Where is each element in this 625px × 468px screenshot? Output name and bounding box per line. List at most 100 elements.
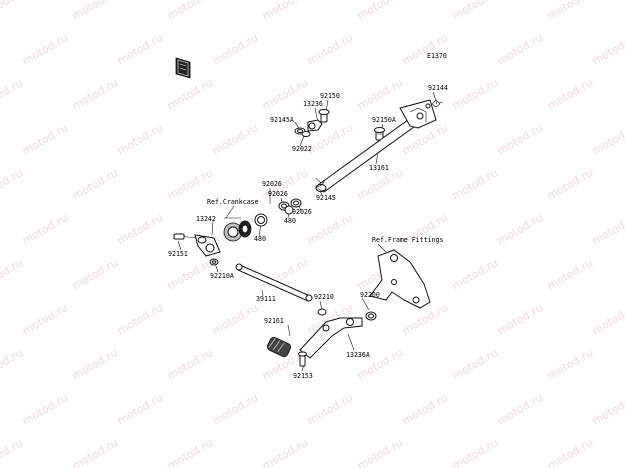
label-39111: 39111	[256, 295, 276, 303]
part-39111-rod	[235, 263, 313, 302]
part-92200-washer	[365, 311, 377, 321]
part-13236A-pedal	[299, 317, 363, 359]
watermark-text: motod.ru	[20, 391, 70, 427]
watermark-text: motod.ru	[545, 436, 595, 468]
part-labels: 92144 92150 13236 92145A 92022 92150A 13…	[168, 84, 448, 380]
label-13242: 13242	[196, 215, 216, 223]
watermark-text: motod.ru	[545, 76, 595, 112]
watermark-text: motod.ru	[0, 0, 25, 23]
label-13161: 13161	[369, 164, 389, 172]
watermark-text: motod.ru	[545, 346, 595, 382]
part-92210A-nut	[209, 258, 219, 266]
watermark-text: motod.ru	[355, 0, 405, 23]
watermark-text: motod.ru	[115, 31, 165, 67]
label-480-a: 480	[254, 235, 266, 243]
label-92026-a: 92026	[262, 180, 282, 188]
label-92150: 92150	[320, 92, 340, 100]
watermark-text: motod.ru	[305, 211, 355, 247]
label-92145A: 92145A	[270, 116, 294, 124]
part-13242-lever	[194, 234, 221, 257]
part-92150A	[374, 127, 385, 141]
watermark-text: motod.ru	[590, 211, 625, 247]
watermark-text: motod.ru	[115, 121, 165, 157]
label-ref-frame-fittings: Ref.Frame Fittings	[372, 236, 443, 244]
watermark-text: motod.ru	[260, 436, 310, 468]
label-92145: 92145	[316, 194, 336, 202]
watermark-text: motod.ru	[355, 76, 405, 112]
watermark-text: motod.ru	[495, 31, 545, 67]
watermark-text: motod.ru	[70, 166, 120, 202]
watermark-text: motod.ru	[590, 31, 625, 67]
watermark-text: motod.ru	[20, 121, 70, 157]
watermark-text: motod.ru	[0, 76, 25, 112]
label-92153: 92153	[293, 372, 313, 380]
part-13236	[307, 119, 323, 132]
watermark-text: motod.ru	[115, 211, 165, 247]
watermark-text: motod.ru	[400, 31, 450, 67]
watermark-text: motod.ru	[545, 166, 595, 202]
part-92151-bolt	[173, 233, 198, 240]
watermark-text: motod.ru	[20, 31, 70, 67]
label-92026-c: 92026	[292, 208, 312, 216]
part-92210-nut	[317, 308, 327, 316]
watermark-text: motod.ru	[400, 301, 450, 337]
watermark-text: motod.ru	[165, 436, 215, 468]
watermark-text: motod.ru	[0, 256, 25, 292]
watermark-text: motod.ru	[305, 391, 355, 427]
watermark-text: motod.ru	[355, 436, 405, 468]
watermark-text: motod.ru	[70, 0, 120, 23]
label-ref-crankcase: Ref.Crankcase	[207, 198, 259, 206]
watermark-text: motod.ru	[545, 256, 595, 292]
watermark-text: motod.ru	[0, 166, 25, 202]
watermark-text: motod.ru	[210, 391, 260, 427]
watermark-text: motod.ru	[495, 391, 545, 427]
watermark-text: motod.ru	[20, 301, 70, 337]
watermark-text: motod.ru	[495, 121, 545, 157]
watermark-text: motod.ru	[165, 76, 215, 112]
watermark-text: motod.ru	[115, 301, 165, 337]
watermark-text: motod.ru	[305, 31, 355, 67]
label-92150A: 92150A	[372, 116, 396, 124]
label-92022: 92022	[292, 145, 312, 153]
part-crankcase-seal	[223, 220, 252, 242]
part-92150	[318, 109, 330, 123]
part-92161-rubber	[266, 336, 292, 358]
watermark-text: motod.ru	[70, 346, 120, 382]
watermark-text: motod.ru	[450, 436, 500, 468]
watermark-text: motod.ru	[400, 391, 450, 427]
watermark-text: motod.ru	[495, 301, 545, 337]
label-92200: 92200	[360, 291, 380, 299]
watermark-text: motod.ru	[590, 301, 625, 337]
label-92161: 92161	[264, 317, 284, 325]
label-92210: 92210	[314, 293, 334, 301]
part-13161-shaft	[315, 99, 437, 193]
watermark-text: motod.ru	[165, 0, 215, 23]
watermark-text: motod.ru	[210, 121, 260, 157]
watermark-text: motod.ru	[0, 346, 25, 382]
watermark-text: motod.ru	[495, 211, 545, 247]
watermark-text: motod.ru	[165, 346, 215, 382]
watermark-text: motod.ru	[70, 436, 120, 468]
part-frame-bracket	[369, 249, 431, 309]
watermark-text: motod.ru	[450, 0, 500, 23]
watermark-text: motod.ru	[115, 391, 165, 427]
label-13236: 13236	[303, 100, 323, 108]
diagram-code: E1370	[427, 52, 447, 60]
watermark-text: motod.ru	[450, 166, 500, 202]
watermark-text: motod.ru	[0, 436, 25, 468]
part-92153-bolt	[298, 351, 307, 367]
label-92026-b: 92026	[268, 190, 288, 198]
book-icon	[175, 57, 191, 79]
watermark-text: motod.ru	[450, 76, 500, 112]
watermark-text: motod.ru	[20, 211, 70, 247]
watermark-text: motod.ru	[210, 31, 260, 67]
watermark-text: motod.ru	[590, 121, 625, 157]
label-92144: 92144	[428, 84, 448, 92]
label-480-b: 480	[284, 217, 296, 225]
part-92022	[301, 131, 311, 137]
watermark-text: motod.ru	[70, 256, 120, 292]
watermark-text: motod.ru	[450, 346, 500, 382]
